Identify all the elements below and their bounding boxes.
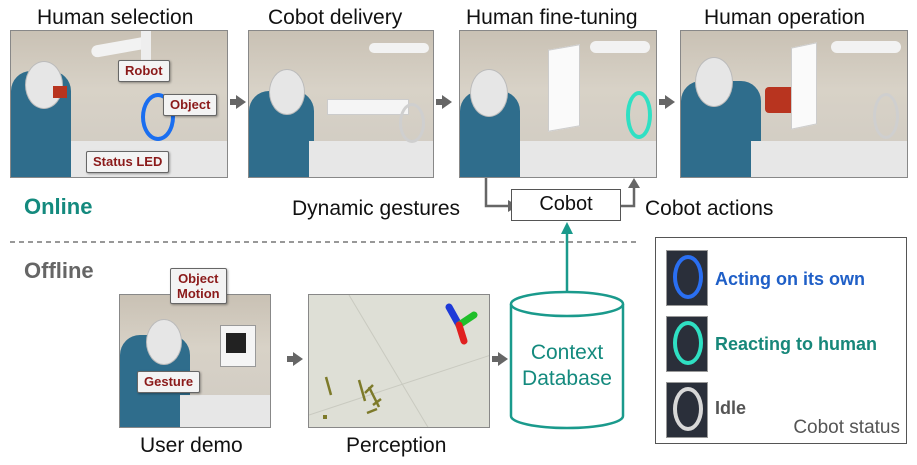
caption-human-operation: Human operation [704,6,866,29]
dynamic-gestures-line [484,178,508,208]
context-database-line1: Context [530,341,604,364]
photo-human-operation [680,30,908,178]
callout-object-motion-line1: Object [178,271,219,286]
arrow-perception-stem [492,356,499,362]
callout-status-led: Status LED [86,151,170,173]
callout-object-motion: Object Motion [170,268,227,304]
status-label-idle: Idle [715,398,747,418]
cobot-status-legend: Acting on its own Reacting to human Idle… [655,237,907,444]
arrow-2-head [442,95,452,109]
callout-object-motion-line2: Motion [177,286,220,301]
online-label: Online [24,194,93,219]
axis-gizmo-icon [445,303,478,345]
arrow-demo-head [293,352,303,366]
arrow-1-head [236,95,246,109]
callout-gesture: Gesture [137,371,201,393]
caption-human-fine-tuning: Human fine-tuning [466,6,638,29]
context-database-line2: Database [522,367,612,390]
callout-robot: Robot [118,60,170,82]
arrow-3-stem [659,99,666,105]
cobot-status-title: Cobot status [793,417,900,438]
caption-human-selection: Human selection [37,6,194,29]
user-demo-caption: User demo [140,434,243,457]
cobot-actions-label: Cobot actions [645,197,774,220]
status-thumb-idle [666,382,708,438]
context-database-icon [509,290,625,430]
arrow-perception-head [498,352,508,366]
arrow-demo-stem [287,356,294,362]
cobot-actions-arrowhead [628,178,640,188]
offline-label: Offline [24,258,94,283]
perception-view [308,294,490,428]
dynamic-gestures-label: Dynamic gestures [292,197,461,220]
arrow-1-stem [230,99,237,105]
arrow-3-head [665,95,675,109]
photo-user-demo [119,294,271,428]
cobot-box-label: Cobot [539,193,593,215]
cobot-actions-line [620,186,636,208]
status-label-reacting: Reacting to human [715,334,878,354]
photo-cobot-delivery [248,30,434,178]
database-to-cobot-arrowhead [561,222,573,234]
callout-object: Object [163,94,218,116]
caption-cobot-delivery: Cobot delivery [268,6,403,29]
photo-human-fine-tuning [459,30,657,178]
status-thumb-acting [666,250,708,306]
cobot-box: Cobot [511,189,621,221]
status-thumb-reacting [666,316,708,372]
arrow-2-stem [436,99,443,105]
context-database-label: Context Database [508,340,626,392]
perception-scene [309,295,489,427]
perception-caption: Perception [346,434,447,457]
status-label-acting: Acting on its own [715,269,865,289]
